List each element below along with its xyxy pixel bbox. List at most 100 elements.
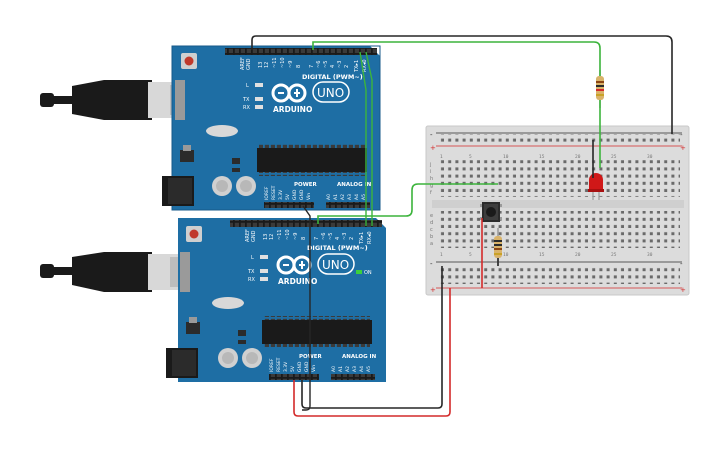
digital-pin-labels-top: AREF GND 13 12 ~11 ~10 ~9 8 7 ~6 ~5 4 ~3… [240,57,368,73]
svg-text:A1: A1 [338,366,344,372]
uno-badge-bottom [317,253,355,275]
svg-text:GND: GND [251,230,257,242]
analog-label-top: ANALOG IN [337,182,372,188]
svg-text:~3: ~3 [342,233,348,240]
svg-text:10: 10 [503,154,509,160]
wire-green-tx-rx-1[interactable] [365,51,373,226]
svg-text:A4: A4 [359,366,365,372]
svg-text:7: 7 [314,237,320,240]
svg-text:AREF: AREF [245,229,251,242]
breadboard[interactable]: - + - + 1 5 10 15 20 25 30 j i h g f e d [425,125,690,296]
rail-minus-bottom-left: - [430,260,433,268]
rail-plus-top-left: + [430,144,436,152]
rail-minus-bottom-right: - [680,260,683,268]
svg-text:20: 20 [575,252,581,258]
wire-black-gnd-rail-top[interactable] [251,35,673,134]
usb-cable-bottom [40,252,186,292]
regulator-top [180,150,194,162]
svg-text:GND: GND [299,189,305,200]
wire-red-5v[interactable] [293,288,451,417]
atmega-chip-top [257,148,367,172]
svg-text:~5: ~5 [328,233,334,240]
svg-text:1: 1 [440,252,443,258]
resistor-led[interactable] [596,70,604,108]
model-label-bottom: UNO [322,258,349,272]
svg-text:b: b [430,234,433,240]
atmega-chip-bottom [262,320,372,344]
svg-text:A0: A0 [331,366,337,372]
svg-text:~3: ~3 [337,61,343,68]
svg-text:25: 25 [611,252,617,258]
led-tx-bottom [260,269,268,273]
svg-text:f: f [430,190,432,196]
power-rail-bottom[interactable] [438,266,680,284]
wire-green-button-input[interactable] [317,183,498,224]
rail-minus-top-left: - [430,131,433,139]
svg-text:13: 13 [258,62,264,68]
resistor-pulldown[interactable] [494,228,502,266]
svg-text:20: 20 [575,154,581,160]
rail-minus-top-right: - [680,131,683,139]
terminal-block-upper[interactable] [438,160,680,197]
power-pin-labels-bottom: IOREF RESET 3.3V 5V GND GND Vin A0 A1 A2… [269,357,372,372]
svg-text:~11: ~11 [272,57,278,68]
svg-text:~6: ~6 [316,61,322,68]
svg-text:A3: A3 [352,366,358,372]
led-rx-bottom [260,277,268,281]
regulator-bottom [186,322,200,334]
svg-text:~9: ~9 [288,61,294,68]
svg-text:2: 2 [349,237,355,240]
wire-green-pin7-to-resistor[interactable] [312,41,601,76]
uno-badge-top [312,81,350,103]
arduino-board-top[interactable]: AREF GND 13 12 ~11 ~10 ~9 8 7 ~6 ~5 4 ~3… [40,45,381,211]
svg-text:j: j [429,162,431,168]
svg-text:RESET: RESET [271,185,277,200]
svg-text:TX▸1: TX▸1 [354,60,360,73]
svg-text:~10: ~10 [285,229,291,240]
svg-text:5: 5 [469,252,472,258]
svg-text:~5: ~5 [323,61,329,68]
wire-black-gnd-bottom[interactable] [301,266,443,409]
terminal-block-lower[interactable] [438,211,680,248]
svg-text:8: 8 [296,65,302,68]
svg-text:~6: ~6 [321,233,327,240]
svg-text:30: 30 [647,252,653,258]
crystal-bottom [212,297,244,309]
arduino-logo-top [271,83,307,103]
svg-text:Vin: Vin [311,365,317,372]
power-rail-top[interactable] [438,134,680,144]
svg-text:15: 15 [539,252,545,258]
svg-text:~9: ~9 [293,233,299,240]
svg-text:~10: ~10 [280,57,286,68]
svg-text:GND: GND [246,58,252,70]
svg-text:15: 15 [539,154,545,160]
row-letters-upper: j i h g f [429,162,433,196]
svg-text:5V: 5V [290,365,296,372]
svg-text:A2: A2 [340,194,346,200]
arduino-board-bottom[interactable]: AREF GND 13 12 ~11 ~10 ~9 8 7 ~6 ~5 4 ~3… [40,218,386,382]
column-numbers-bottom: 1 5 10 15 20 25 30 [440,252,653,258]
svg-text:i: i [430,169,431,175]
svg-text:1: 1 [440,154,443,160]
svg-text:TX▸1: TX▸1 [359,232,365,245]
svg-text:GND: GND [304,361,310,372]
power-label-top: POWER [294,182,318,188]
digital-pin-labels-bottom: AREF GND 13 12 ~11 ~10 ~9 8 7 ~6 ~5 4 ~3… [245,229,373,245]
digital-label-bottom: DIGITAL (PWM~) [307,244,368,252]
rail-plus-bottom-right: + [680,286,686,294]
svg-text:a: a [430,241,433,247]
svg-text:4: 4 [335,237,341,240]
svg-text:3.3V: 3.3V [278,189,284,200]
pushbutton[interactable] [480,202,502,222]
wire-green-tx-rx-2[interactable] [359,51,367,226]
svg-text:4: 4 [330,65,336,68]
svg-text:30: 30 [647,154,653,160]
svg-text:8: 8 [301,237,307,240]
row-letters-lower: e d c b a [430,213,433,247]
power-pin-labels-top: IOREF RESET 3.3V 5V GND GND Vin A0 A1 A2… [264,185,367,200]
svg-text:7: 7 [309,65,315,68]
svg-text:e: e [430,213,433,219]
led-l-label-top: L [246,83,249,89]
svg-text:10: 10 [503,252,509,258]
